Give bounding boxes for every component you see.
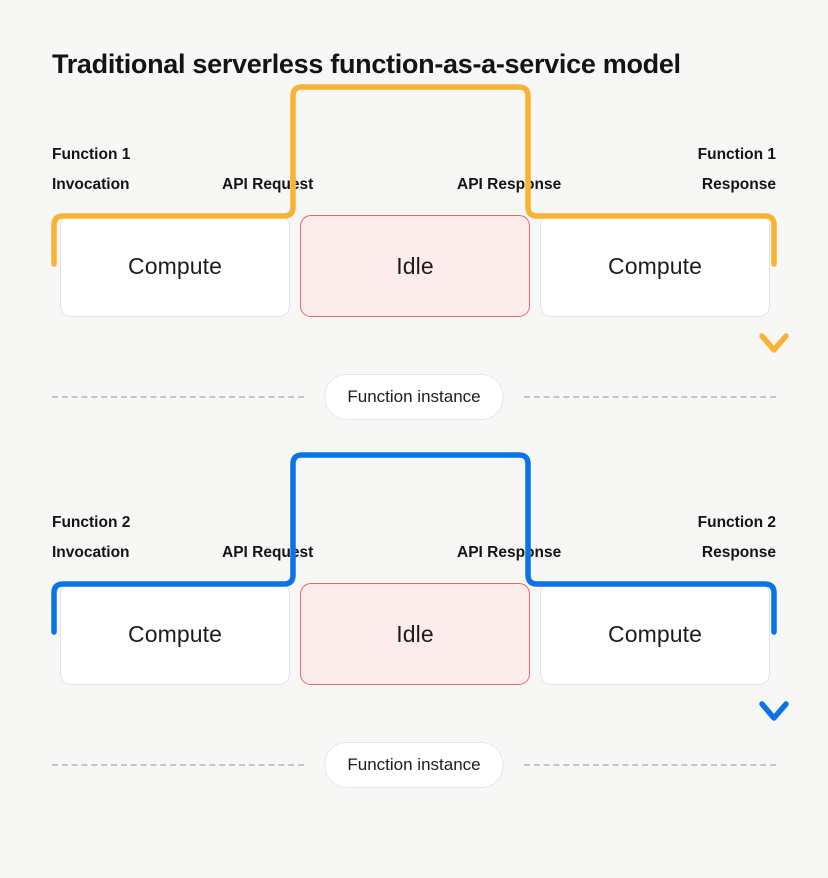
flow-2-stage: Compute Idle Compute — [0, 452, 828, 734]
flow-function-1: Function 1 Invocation API Request API Re… — [0, 84, 828, 428]
label-api-response: API Response — [457, 538, 561, 568]
label-function-1-invocation: Function 1 Invocation — [52, 140, 130, 200]
label-line-1: Function 2 — [697, 514, 776, 531]
arrowhead-1 — [759, 333, 789, 353]
label-line-2: Response — [701, 176, 776, 193]
label-line-1: Function 1 — [52, 146, 131, 163]
flow-function-2: Function 2 Invocation API Request API Re… — [0, 452, 828, 796]
idle-box-1: Idle — [300, 215, 530, 317]
idle-box-2: Idle — [300, 583, 530, 685]
label-api-request: API Request — [222, 538, 313, 568]
flow-1-stage: Compute Idle Compute — [0, 84, 828, 366]
label-line-2: Invocation — [52, 176, 130, 193]
box-label: Compute — [607, 252, 703, 279]
label-api-request: API Request — [222, 170, 313, 200]
function-instance-pill-2: Function instance — [324, 742, 504, 788]
compute-box-2a: Compute — [60, 583, 290, 685]
pill-label: Function instance — [347, 387, 481, 406]
label-line-2: Response — [701, 544, 776, 561]
label-function-1-response: Function 1 Response — [698, 140, 776, 200]
label-function-2-invocation: Function 2 Invocation — [52, 508, 130, 568]
dashed-line-left — [52, 396, 304, 398]
flow-1-boxes: Compute Idle Compute — [0, 206, 828, 326]
label-api-response: API Response — [457, 170, 561, 200]
label-line-1: API Request — [222, 176, 314, 193]
flow-2-boxes: Compute Idle Compute — [0, 574, 828, 694]
flow-2-label-row: Function 2 Invocation API Request API Re… — [0, 508, 828, 574]
function-instance-pill-1: Function instance — [324, 374, 504, 420]
label-line-1: API Response — [457, 176, 562, 193]
flow-1-label-row: Function 1 Invocation API Request API Re… — [0, 140, 828, 206]
dashed-line-left — [52, 764, 304, 766]
box-label: Compute — [607, 620, 703, 647]
compute-box-2b: Compute — [540, 583, 770, 685]
box-label: Compute — [127, 252, 223, 279]
label-line-1: API Response — [457, 544, 562, 561]
compute-box-1a: Compute — [60, 215, 290, 317]
dashed-line-right — [524, 764, 776, 766]
flow-1-instance-row: Function instance — [0, 366, 828, 428]
label-line-2: Invocation — [52, 544, 130, 561]
pill-label: Function instance — [347, 755, 481, 774]
compute-box-1b: Compute — [540, 215, 770, 317]
box-label: Idle — [396, 620, 434, 647]
box-label: Idle — [396, 252, 434, 279]
arrowhead-2 — [759, 701, 789, 721]
label-line-1: Function 2 — [52, 514, 131, 531]
label-function-2-response: Function 2 Response — [698, 508, 776, 568]
label-line-1: Function 1 — [697, 146, 776, 163]
dashed-line-right — [524, 396, 776, 398]
page-title: Traditional serverless function-as-a-ser… — [52, 49, 681, 79]
flow-2-instance-row: Function instance — [0, 734, 828, 796]
box-label: Compute — [127, 620, 223, 647]
label-line-1: API Request — [222, 544, 314, 561]
